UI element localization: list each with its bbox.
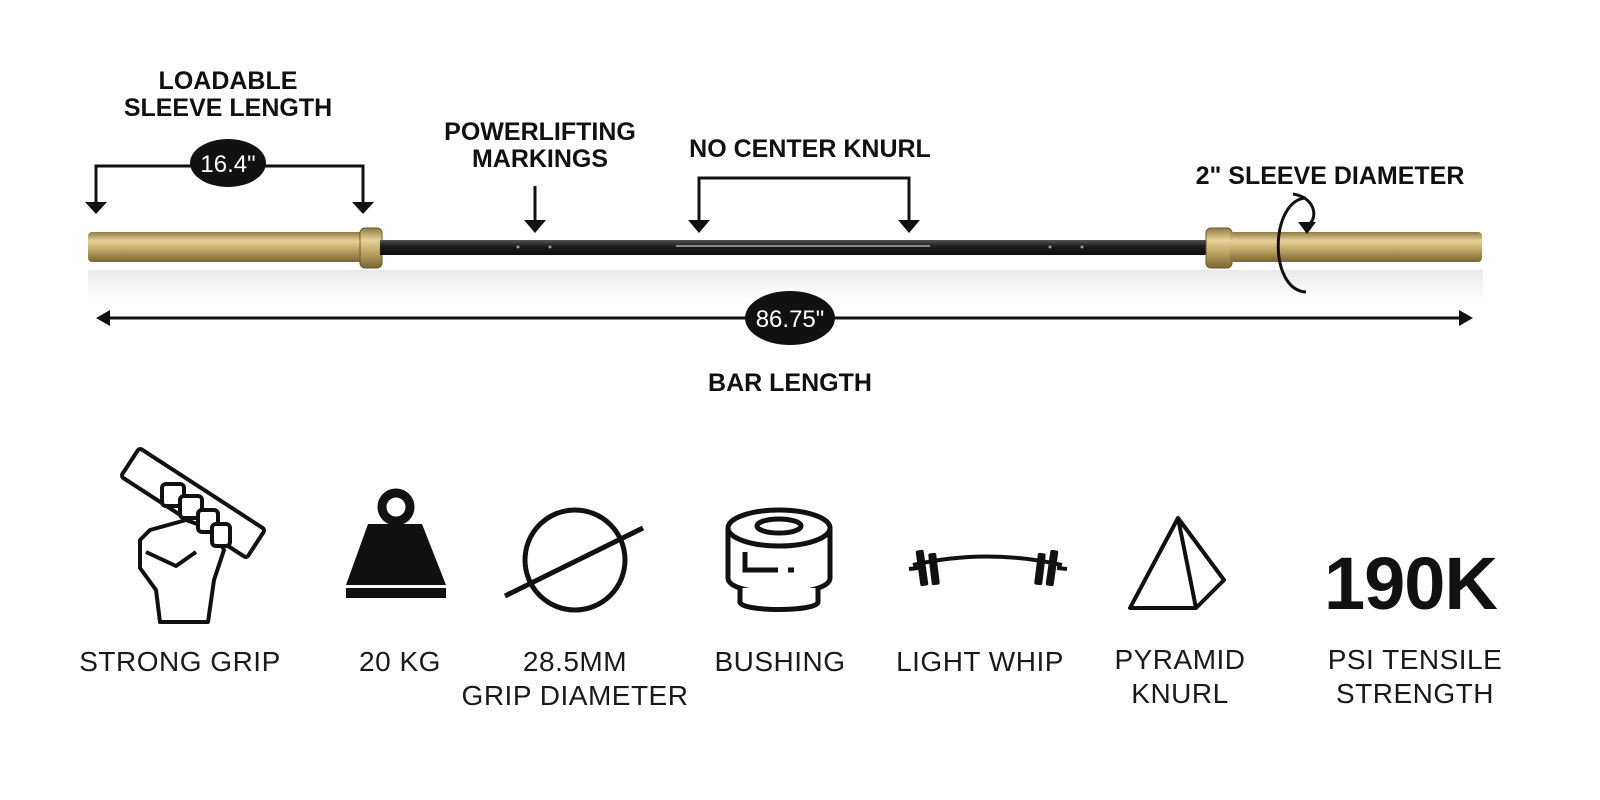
- powerlifting-markings-label: POWERLIFTING MARKINGS: [444, 118, 636, 173]
- ring-mark: [1048, 245, 1052, 249]
- feature-label-bushing: BUSHING: [714, 646, 846, 677]
- feature-label-light-whip: LIGHT WHIP: [896, 646, 1064, 677]
- sleeve-diameter-label: 2" SLEEVE DIAMETER: [1195, 162, 1465, 190]
- left-sleeve: [88, 232, 363, 262]
- tensile-strength-number: 190K: [1324, 542, 1498, 625]
- bushing-icon: [725, 507, 833, 612]
- loadable-sleeve-label: LOADABLE SLEEVE LENGTH: [123, 67, 333, 122]
- ring-mark: [1080, 245, 1084, 249]
- arrow-left-icon: [96, 310, 110, 326]
- rotation-arc-icon: [1292, 192, 1316, 228]
- arrow-down-icon: [85, 202, 107, 214]
- arrow-down-icon: [898, 220, 920, 233]
- barbell: [88, 227, 1482, 269]
- bar-length-badge: [745, 291, 835, 345]
- arrow-down-icon: [352, 202, 374, 214]
- feature-label-tensile-strength: PSI TENSILE STRENGTH: [1327, 644, 1503, 709]
- left-collar: [359, 227, 383, 269]
- fist-grip-icon: [119, 447, 267, 624]
- sleeve-length-badge: [190, 139, 266, 187]
- feature-label-weight: 20 KG: [359, 646, 441, 677]
- feature-label-strong-grip: STRONG GRIP: [79, 646, 281, 677]
- arrow-down-icon: [524, 220, 546, 233]
- sleeve-length-value: 16.4": [200, 151, 255, 178]
- bar-length-label: BAR LENGTH: [708, 369, 872, 397]
- right-sleeve: [1230, 232, 1482, 262]
- arrow-right-icon: [1459, 310, 1473, 326]
- arrow-down-icon: [1298, 222, 1316, 234]
- no-center-knurl-label: NO CENTER KNURL: [689, 135, 931, 163]
- whip-barbell-icon: [908, 549, 1068, 587]
- kettle-weight-icon: [346, 488, 446, 598]
- ring-mark: [548, 245, 552, 249]
- bar-shaft: [380, 240, 1208, 255]
- feature-label-pyramid-knurl: PYRAMID KNURL: [1114, 644, 1246, 709]
- diameter-icon: [503, 507, 645, 613]
- pyramid-icon: [1128, 516, 1226, 610]
- center-knurl-bracket: [697, 176, 911, 222]
- bar-length-value: 86.75": [756, 306, 825, 333]
- rotation-icon: [1276, 196, 1307, 294]
- feature-label-grip-diameter: 28.5MM GRIP DIAMETER: [461, 646, 689, 711]
- arrow-down-icon: [688, 220, 710, 233]
- ring-mark: [516, 245, 520, 249]
- right-collar: [1205, 227, 1233, 269]
